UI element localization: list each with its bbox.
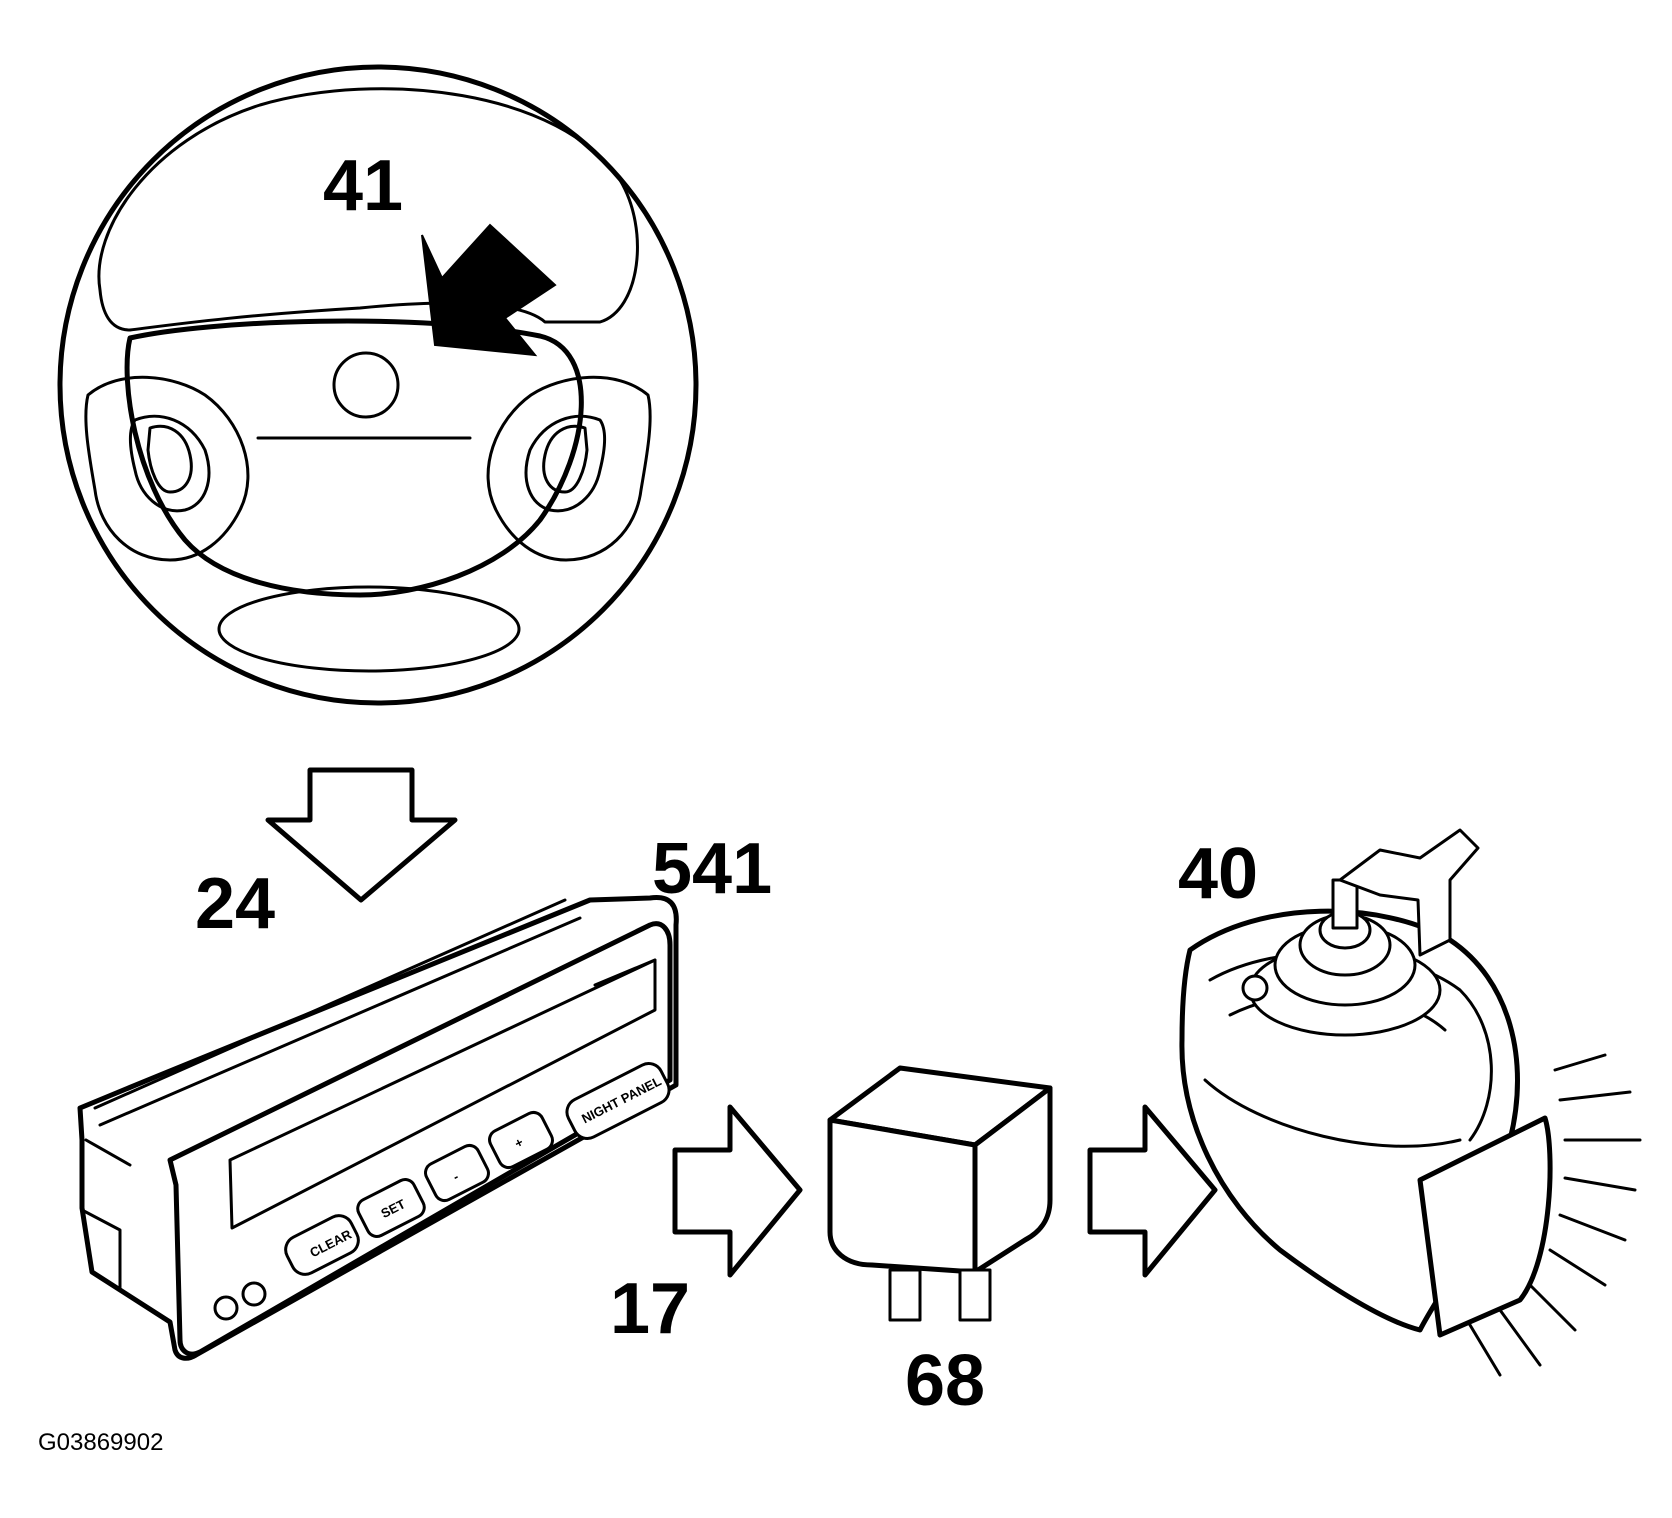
- sound-waves-icon: [1468, 1053, 1642, 1377]
- callout-541: 541: [652, 829, 772, 909]
- callout-68: 68: [905, 1341, 985, 1421]
- steering-wheel: [57, 64, 699, 706]
- callout-17: 17: [610, 1269, 690, 1349]
- horn-press-arrow-icon: [421, 223, 557, 357]
- callout-41: 41: [323, 146, 403, 226]
- relay: [827, 1065, 1053, 1322]
- down-arrow-icon: [265, 767, 458, 903]
- minus-button-label: -: [450, 1169, 461, 1184]
- horn: [1179, 828, 1642, 1377]
- control-panel-module: CLEAR SET - + NIGHT PANEL: [77, 894, 679, 1361]
- right-arrow-2-icon: [1087, 1104, 1218, 1278]
- right-arrow-1-icon: [672, 1104, 803, 1278]
- callout-40: 40: [1178, 834, 1258, 914]
- callout-24: 24: [195, 864, 275, 944]
- figure-id: G03869902: [38, 1429, 163, 1456]
